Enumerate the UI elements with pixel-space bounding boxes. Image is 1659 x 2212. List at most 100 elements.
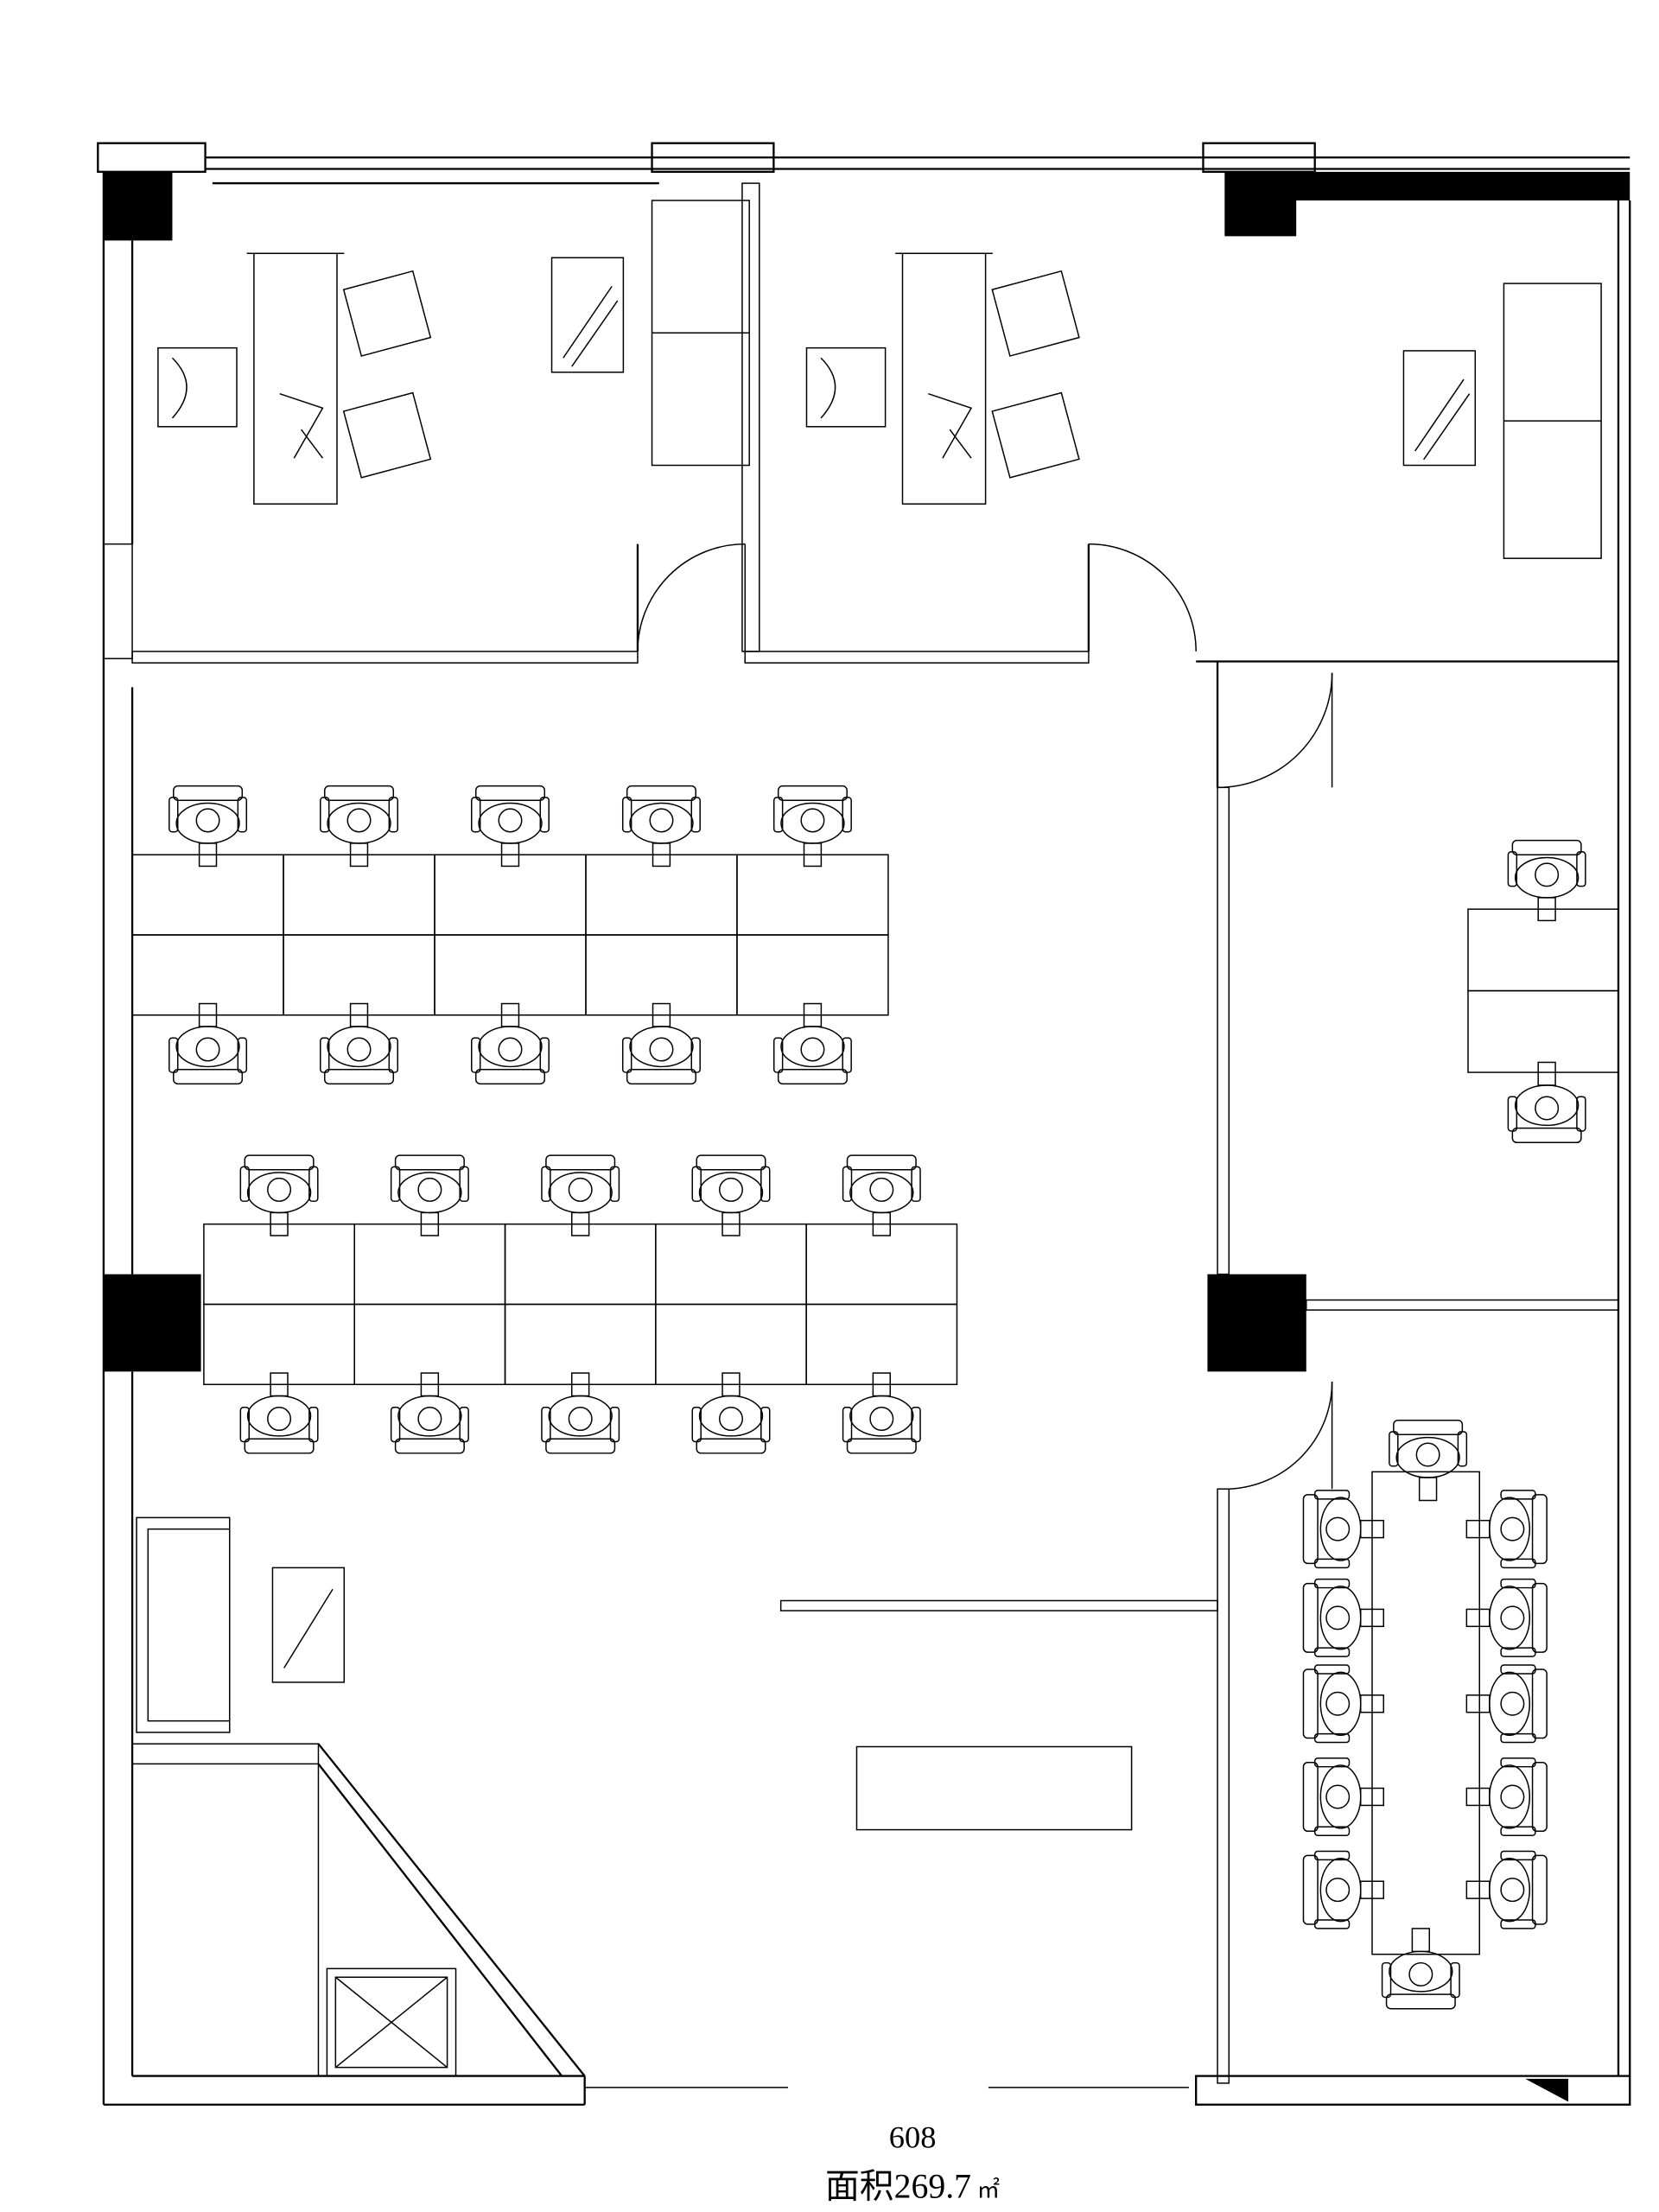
workstation-desk xyxy=(1467,989,1619,1073)
glass-hatch xyxy=(563,285,613,359)
chair-with-person xyxy=(1302,1757,1384,1836)
chair-arm xyxy=(621,797,632,833)
glass-hatch xyxy=(1423,393,1471,461)
chair-arm xyxy=(390,1407,401,1443)
chair-with-person xyxy=(239,1154,319,1236)
keyboard xyxy=(803,1002,823,1027)
chair-with-person xyxy=(1302,1490,1384,1569)
chair-arm xyxy=(1500,1578,1536,1589)
keyboard xyxy=(721,1372,741,1397)
chair-with-person xyxy=(471,1002,550,1085)
chair-back xyxy=(1531,1669,1548,1739)
chair-arm xyxy=(911,1407,921,1443)
keyboard xyxy=(270,1372,289,1397)
chair-arm xyxy=(308,1166,319,1202)
person-head xyxy=(346,1037,372,1062)
visitor-chair xyxy=(991,270,1080,357)
keyboard xyxy=(420,1211,440,1236)
chair-back xyxy=(1531,1582,1548,1653)
person-head xyxy=(568,1177,593,1202)
chair-back xyxy=(474,785,546,801)
chair-back xyxy=(1531,1854,1548,1925)
chair-arm xyxy=(320,797,330,833)
column xyxy=(103,1274,201,1372)
person-head xyxy=(869,1177,894,1202)
keyboard xyxy=(652,1002,671,1027)
chair-arm xyxy=(842,1037,852,1073)
person-head xyxy=(1325,1878,1351,1903)
person-head xyxy=(267,1177,292,1202)
keyboard xyxy=(1359,1694,1384,1713)
chair-with-person xyxy=(390,1154,469,1236)
person-head xyxy=(1325,1691,1351,1716)
desk-lamp xyxy=(279,392,324,459)
column xyxy=(1207,1274,1306,1372)
keyboard xyxy=(571,1211,590,1236)
chair-arm xyxy=(239,1407,251,1443)
keyboard xyxy=(1359,1608,1384,1628)
chair-back xyxy=(820,357,836,419)
chair-with-person xyxy=(541,1154,620,1236)
chair-arm xyxy=(760,1407,771,1443)
chair-arm xyxy=(1313,1578,1351,1589)
person-head xyxy=(568,1407,593,1432)
chair-arm xyxy=(390,1166,401,1202)
person-head xyxy=(1325,1516,1351,1541)
column xyxy=(1224,171,1630,237)
chair-arm xyxy=(541,1166,551,1202)
chair-arm xyxy=(541,1407,551,1443)
chair-back xyxy=(324,785,395,801)
keyboard xyxy=(1418,1477,1438,1502)
chair-arm xyxy=(1500,1490,1536,1500)
keyboard xyxy=(1465,1608,1491,1628)
chair-arm xyxy=(691,1407,702,1443)
person-head xyxy=(1325,1784,1351,1809)
keyboard xyxy=(1359,1787,1384,1807)
visitor-chair xyxy=(991,391,1080,479)
chair-with-person xyxy=(1507,839,1586,922)
chair-arm xyxy=(1313,1919,1351,1929)
chair-arm xyxy=(1500,1850,1536,1861)
person-head xyxy=(1415,1442,1440,1467)
column xyxy=(103,171,173,241)
chair-arm xyxy=(459,1166,469,1202)
chair-back xyxy=(1511,1127,1582,1143)
chair-arm xyxy=(237,1037,248,1073)
glass-hatch xyxy=(283,1588,334,1669)
chair-back xyxy=(1302,1582,1319,1653)
chair-arm xyxy=(308,1407,319,1443)
chair-arm xyxy=(842,797,852,833)
chair-back xyxy=(1531,1494,1548,1565)
person-head xyxy=(1500,1691,1525,1716)
chair-arm xyxy=(842,1166,853,1202)
chair-back xyxy=(1302,1494,1319,1565)
chair-with-person xyxy=(621,785,701,868)
chair-with-person xyxy=(691,1154,771,1236)
person-head xyxy=(346,808,372,833)
person-head xyxy=(1535,862,1560,887)
chair-back xyxy=(545,1154,616,1171)
chair-arm xyxy=(237,797,248,833)
chair-arm xyxy=(609,1407,620,1443)
office-chair xyxy=(805,346,887,428)
chair-back xyxy=(474,1069,546,1085)
chair-with-person xyxy=(1465,1850,1548,1929)
chair-back xyxy=(244,1154,315,1171)
person-head xyxy=(869,1407,894,1432)
chair-arm xyxy=(1507,851,1518,887)
area-unit: ㎡ xyxy=(977,2177,1001,2202)
chair-arm xyxy=(388,1037,399,1073)
chair-with-person xyxy=(1465,1490,1548,1569)
keyboard xyxy=(1537,897,1556,922)
chair-back xyxy=(846,1154,917,1171)
chair-arm xyxy=(1507,1096,1518,1132)
chair-with-person xyxy=(772,1002,852,1085)
visitor-chair xyxy=(342,270,432,357)
chair-arm xyxy=(1500,1757,1536,1768)
chair-with-person xyxy=(691,1372,771,1454)
chair-back xyxy=(244,1438,315,1454)
chair-with-person xyxy=(842,1154,921,1236)
keyboard xyxy=(721,1211,741,1236)
chair-arm xyxy=(772,1037,784,1073)
chair-with-person xyxy=(168,1002,248,1085)
